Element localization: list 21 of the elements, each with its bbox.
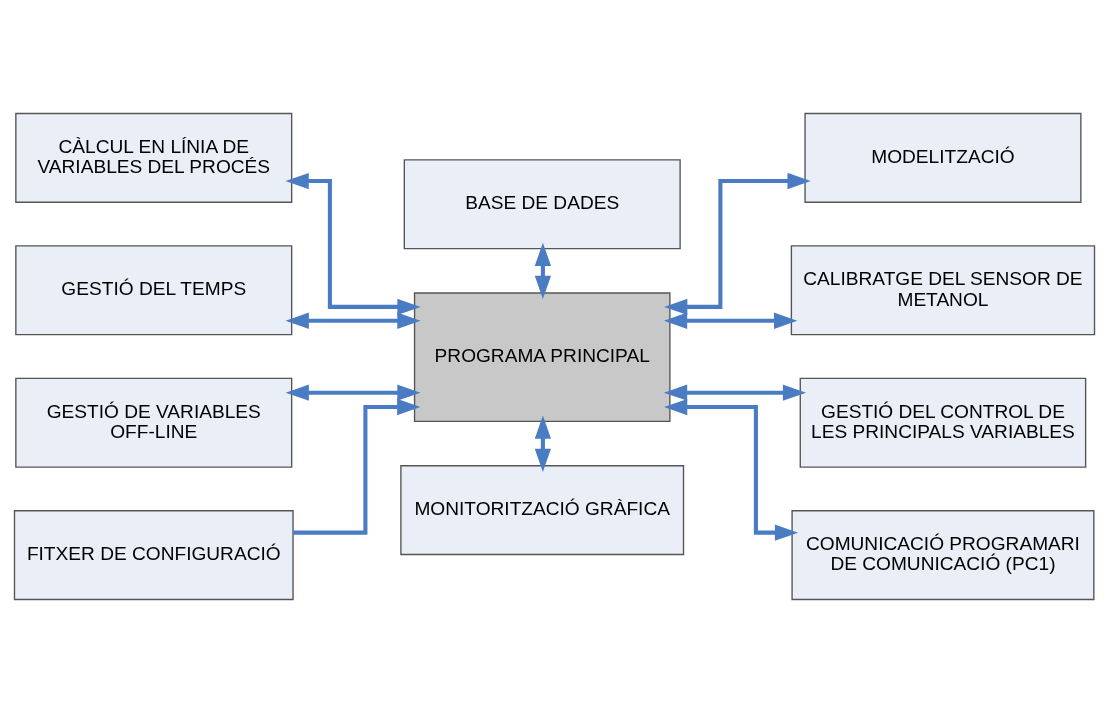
arrow: [534, 242, 552, 300]
arrow: [285, 384, 421, 401]
node-box: MONITORITZACIÓ GRÀFICA: [400, 465, 685, 556]
node-box: COMUNICACIÓ PROGRAMARI DE COMUNICACIÓ (PC1): [791, 510, 1095, 601]
arrow: [664, 172, 811, 316]
node-box: GESTIÓ DEL TEMPS: [15, 245, 293, 336]
node-box: CÀLCUL EN LÍNIA DE VARIABLES DEL PROCÉS: [15, 112, 293, 203]
node-box: PROGRAMA PRINCIPAL: [413, 292, 671, 423]
node-box: GESTIÓ DE VARIABLES OFF-LINE: [15, 377, 293, 468]
node-box: CALIBRATGE DEL SENSOR DE METANOL: [790, 245, 1096, 336]
node-box: MODELITZACIÓ: [804, 112, 1082, 203]
arrow: [285, 172, 421, 316]
node-box: GESTIÓ DEL CONTROL DE LES PRINCIPALS VARIABLES: [799, 377, 1087, 468]
arrow: [663, 384, 807, 401]
arrow: [285, 312, 421, 329]
arrow: [293, 398, 421, 535]
arrow: [663, 312, 798, 329]
arrow: [664, 398, 799, 541]
node-box: BASE DE DADES: [403, 159, 681, 250]
arrow: [534, 415, 552, 472]
node-box: FITXER DE CONFIGURACIÓ: [13, 510, 294, 601]
